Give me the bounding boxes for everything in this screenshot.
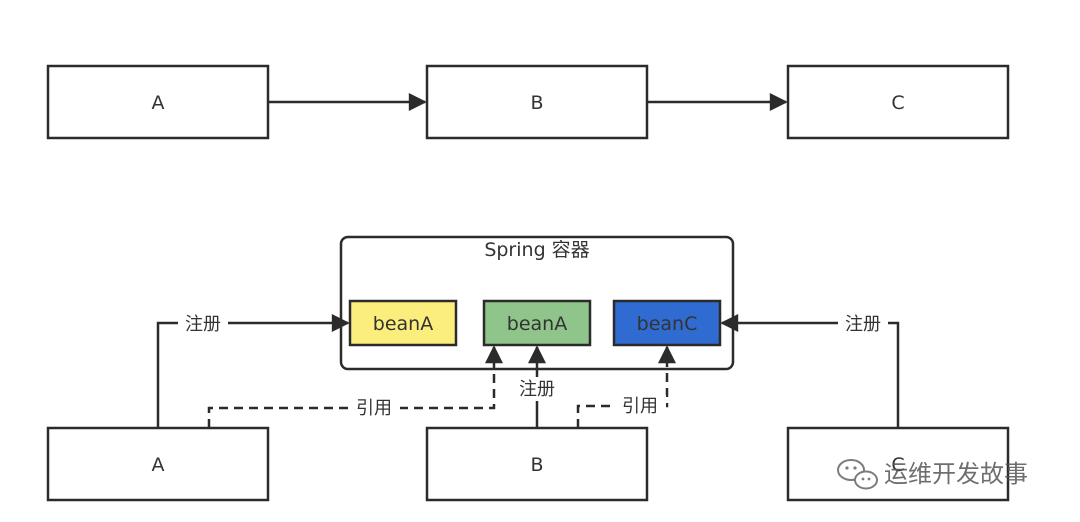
- bean-label-a: beanA: [373, 313, 433, 335]
- wechat-icon: [837, 459, 878, 490]
- top-node-b: B: [425, 64, 649, 140]
- bean-box-c: beanC: [612, 299, 722, 347]
- bottom-node-c-label: C: [891, 454, 904, 476]
- bottom-node-b-label: B: [530, 454, 543, 476]
- edge-label-bg-reference-b: [614, 395, 666, 417]
- top-node-a-label: A: [152, 92, 165, 114]
- watermark: 运维开发故事: [837, 459, 1028, 490]
- top-node-b-label: B: [530, 92, 543, 114]
- bean-label-c: beanC: [637, 313, 698, 335]
- edge-label-register-c: 注册: [845, 314, 881, 335]
- top-node-c-label: C: [891, 92, 904, 114]
- edge-register-a: [156, 314, 350, 428]
- top-node-c: C: [786, 64, 1010, 140]
- edge-label-reference-b: 引用: [622, 396, 658, 417]
- container-title: Spring 容器: [484, 239, 589, 261]
- edge-label-register-b: 注册: [519, 379, 555, 400]
- bottom-node-b: B: [425, 426, 649, 502]
- bottom-node-a-label: A: [152, 454, 165, 476]
- bottom-node-a: A: [46, 426, 270, 502]
- edge-reference-a: [207, 348, 496, 428]
- bean-label-a-2: beanA: [507, 313, 567, 335]
- edge-label-bg-reference-a: [348, 397, 400, 419]
- watermark-text: 运维开发故事: [884, 460, 1028, 488]
- edge-label-bg-register-c: [838, 312, 888, 336]
- edge-label-register-a: 注册: [185, 314, 221, 335]
- bean-box-a: beanA: [348, 299, 458, 347]
- top-node-a: A: [46, 64, 270, 140]
- edge-label-reference-a: 引用: [356, 398, 392, 419]
- bean-box-a-2: beanA: [482, 299, 592, 347]
- edge-label-bg-register-b: [512, 377, 562, 401]
- edge-register-c: [720, 314, 900, 428]
- edge-label-bg-register-a: [178, 312, 228, 336]
